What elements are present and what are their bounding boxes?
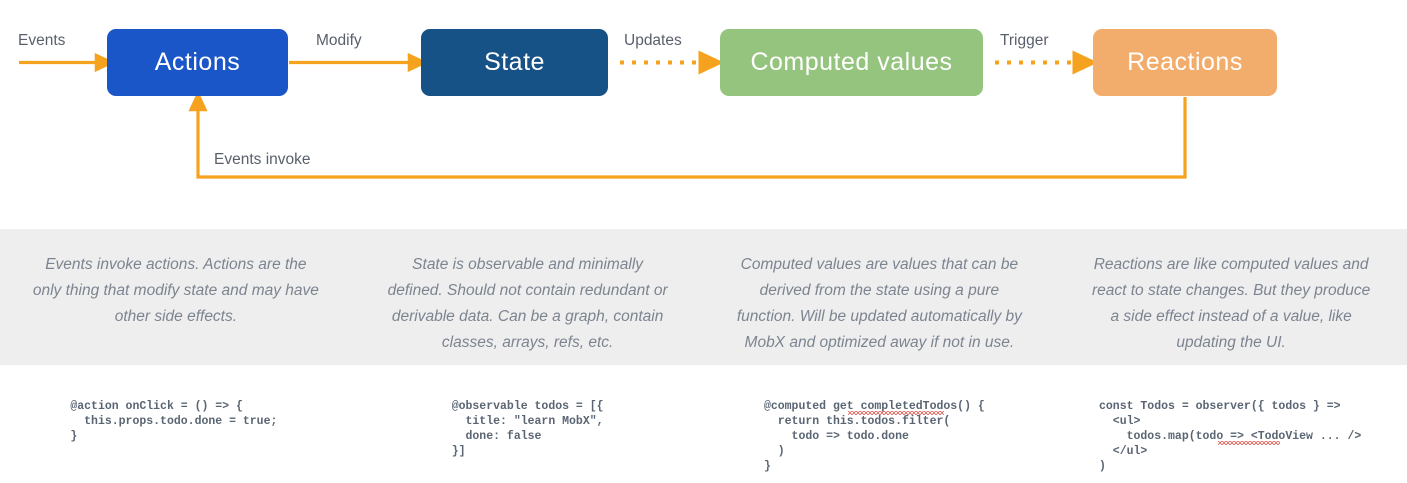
edge-label-modify: Modify [316,32,362,49]
node-actions-label: Actions [154,48,241,76]
spellcheck-squiggle-icon [1218,440,1280,445]
description-column-state: State is observable and minimally define… [352,229,704,365]
node-state-label: State [484,48,545,76]
node-reactions-label: Reactions [1127,48,1243,76]
description-text-computed-values: Computed values are values that can be d… [736,256,1022,351]
flow-connectors [19,50,1187,179]
edge-label-updates: Updates [624,32,682,49]
edge-label-events-invoke: Events invoke [214,151,311,168]
description-text-reactions: Reactions are like computed values and r… [1091,256,1371,351]
description-text-state: State is observable and minimally define… [387,256,668,351]
spellcheck-squiggle-icon [847,410,944,415]
code-column-reactions: const Todos = observer({ todos } => <ul>… [1055,365,1407,483]
description-column-actions: Events invoke actions. Actions are the o… [0,229,352,365]
node-reactions[interactable]: Reactions [1093,29,1277,96]
code-sample-computed-values: @computed get completedTodos() { return … [763,399,985,473]
edge-label-trigger: Trigger [1000,32,1049,49]
description-column-reactions: Reactions are like computed values and r… [1055,229,1407,365]
edge-events-invoke-arrow [188,90,1187,179]
description-column-computed-values: Computed values are values that can be d… [704,229,1056,365]
code-column-state: @observable todos = [{ title: "learn Mob… [352,365,704,483]
descriptions-band: Events invoke actions. Actions are the o… [0,229,1407,365]
code-sample-actions: @action onClick = () => { this.props.tod… [70,399,278,443]
description-text-actions: Events invoke actions. Actions are the o… [32,256,319,325]
code-column-computed-values: @computed get completedTodos() { return … [704,365,1056,483]
code-sample-reactions: const Todos = observer({ todos } => <ul>… [1099,399,1362,473]
node-state[interactable]: State [421,29,608,96]
diagram-area: Actions State Computed values Reactions … [0,0,1407,229]
edge-label-events: Events [18,32,66,49]
node-actions[interactable]: Actions [107,29,288,96]
code-samples-band: @action onClick = () => { this.props.tod… [0,365,1407,483]
node-computed-values[interactable]: Computed values [720,29,983,96]
node-computed-values-label: Computed values [750,48,953,76]
code-sample-state: @observable todos = [{ title: "learn Mob… [451,399,604,458]
code-column-actions: @action onClick = () => { this.props.tod… [0,365,352,483]
